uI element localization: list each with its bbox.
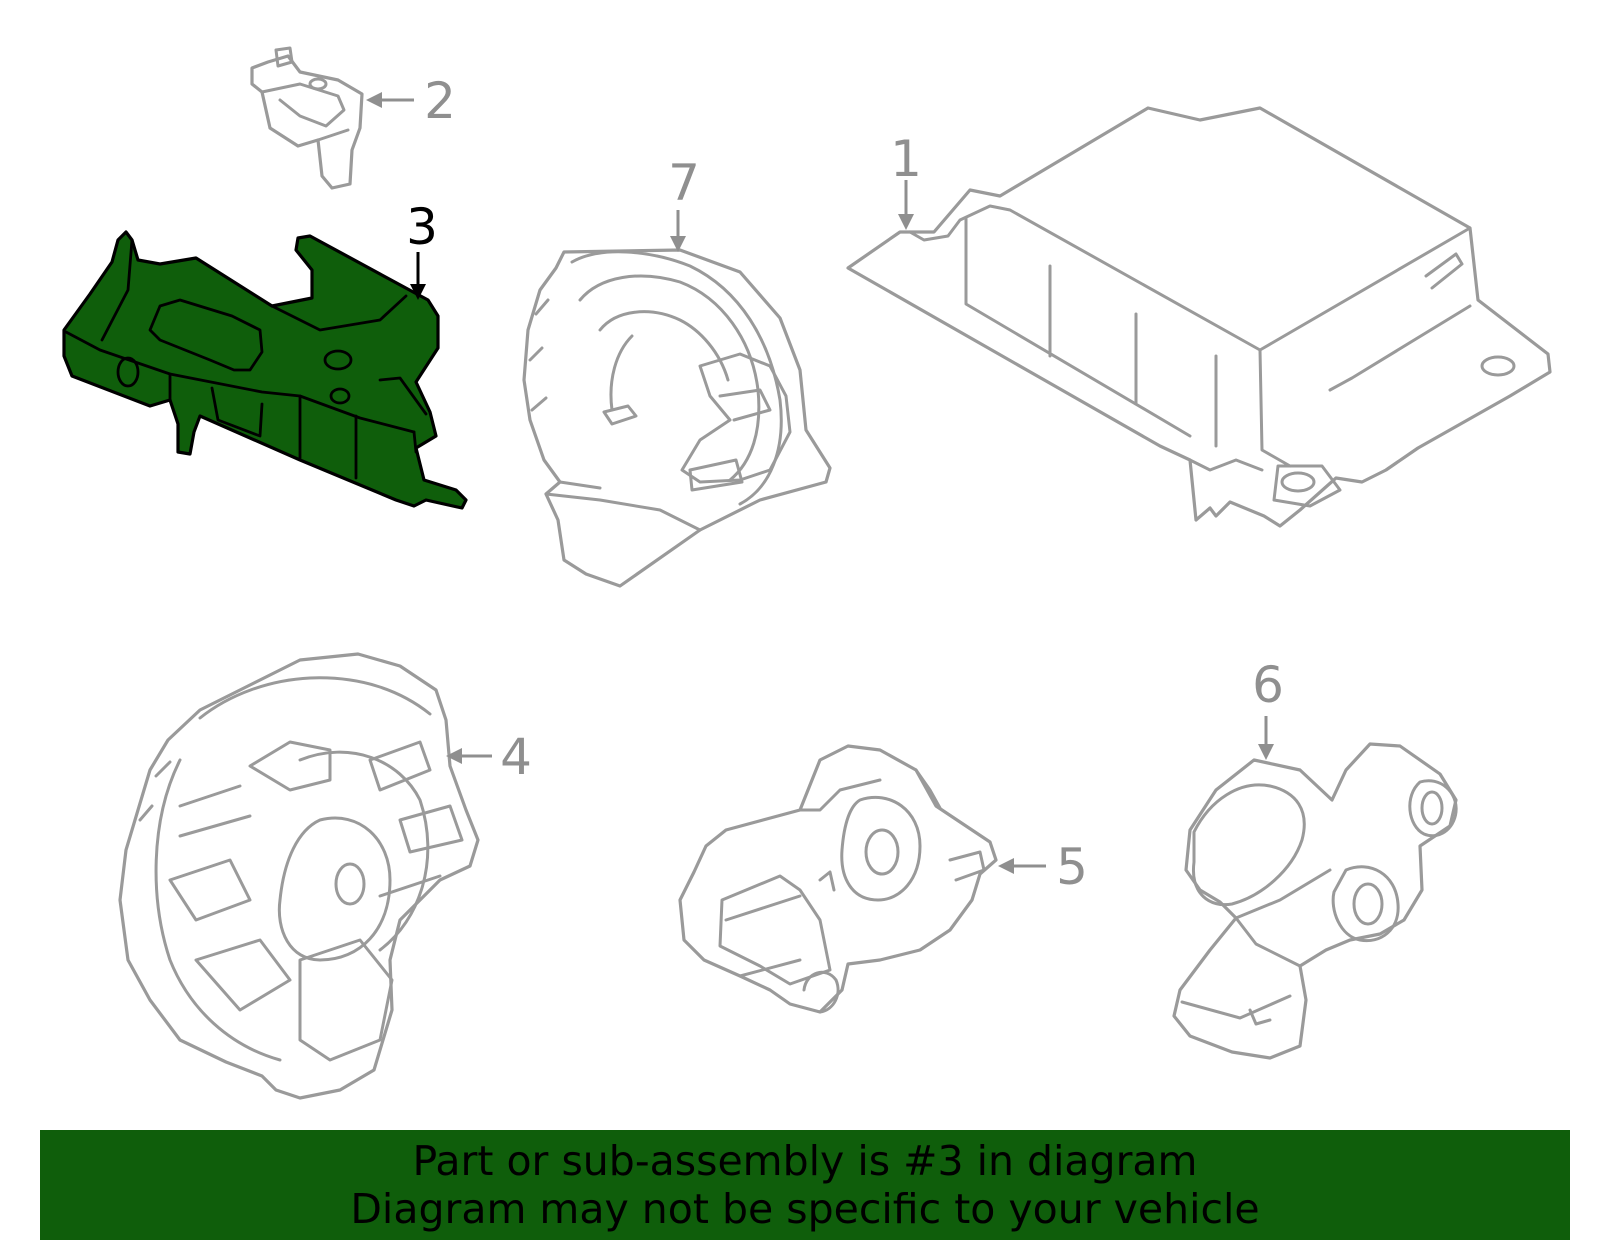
callout-2: 2 bbox=[366, 72, 456, 130]
callout-number-5: 5 bbox=[1056, 838, 1088, 896]
part-6-side-sensor[interactable] bbox=[1172, 742, 1458, 1060]
banner-line-part-info: Part or sub-assembly is #3 in diagram bbox=[412, 1137, 1198, 1185]
callout-number-1: 1 bbox=[890, 130, 922, 188]
part-5-impact-sensor[interactable] bbox=[678, 744, 998, 1014]
callout-1: 1 bbox=[890, 130, 922, 230]
part-7-clock-spring[interactable] bbox=[522, 248, 832, 588]
callout-4: 4 bbox=[446, 728, 532, 786]
callout-6: 6 bbox=[1252, 656, 1284, 760]
part-3-bracket[interactable] bbox=[62, 230, 468, 510]
info-banner: Part or sub-assembly is #3 in diagram Di… bbox=[40, 1130, 1570, 1240]
callout-number-6: 6 bbox=[1252, 656, 1284, 714]
callout-7: 7 bbox=[668, 154, 700, 252]
part-2-sensor[interactable] bbox=[250, 46, 364, 190]
callout-number-3: 3 bbox=[406, 198, 438, 256]
callout-5: 5 bbox=[998, 838, 1088, 896]
callout-number-7: 7 bbox=[668, 154, 700, 212]
part-1-control-module[interactable] bbox=[846, 106, 1552, 528]
banner-line-disclaimer: Diagram may not be specific to your vehi… bbox=[350, 1185, 1260, 1233]
callout-number-2: 2 bbox=[424, 72, 456, 130]
callout-number-4: 4 bbox=[500, 728, 532, 786]
callout-3: 3 bbox=[406, 198, 438, 300]
part-4-steering-sensor[interactable] bbox=[118, 652, 480, 1100]
